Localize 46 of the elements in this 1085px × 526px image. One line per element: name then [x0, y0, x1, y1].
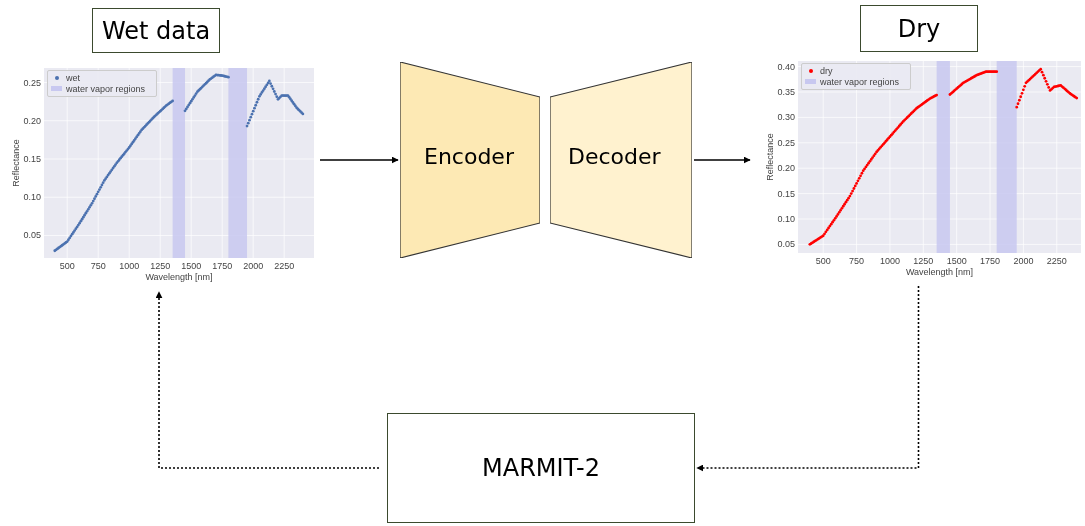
tick-label: 500 [58, 261, 76, 271]
block-label: Encoder [424, 144, 514, 169]
tick-label: 2000 [1012, 256, 1035, 266]
tick-label: 0.25 [777, 137, 795, 148]
tick-label: 0.05 [23, 230, 41, 241]
tick-label: 1500 [180, 261, 203, 271]
tick-label: 1750 [211, 261, 234, 271]
legend-text: water vapor regions [66, 84, 146, 94]
axis-label: Reflectance [11, 138, 21, 189]
label-box: Wet data [92, 8, 220, 53]
tick-label: 0.10 [23, 192, 41, 203]
tick-label: 0.35 [777, 87, 795, 97]
tick-label: 500 [814, 256, 832, 266]
tick-label: 1250 [912, 256, 935, 266]
label-box: MARMIT-2 [387, 413, 695, 523]
tick-label: 0.05 [777, 239, 795, 250]
legend-text: water vapor regions [820, 77, 900, 87]
arrow [319, 156, 399, 164]
arrow [693, 156, 751, 164]
tick-label: 0.15 [23, 154, 41, 164]
tick-label: 2000 [242, 261, 265, 271]
axis-label: Reflectance [765, 132, 775, 183]
tick-label: 2250 [273, 261, 296, 271]
tick-label: 0.15 [777, 188, 795, 199]
tick-label: 750 [848, 256, 866, 266]
arrow [155, 291, 380, 469]
tick-label: 0.40 [777, 61, 795, 72]
axis-label: Wavelength [nm] [144, 272, 214, 282]
axis-label: Wavelength [nm] [904, 267, 975, 277]
legend-text: dry [820, 66, 833, 76]
arrow [696, 285, 920, 472]
tick-label: 1250 [149, 261, 172, 271]
block-label: Decoder [568, 144, 661, 169]
tick-label: 0.25 [23, 77, 41, 88]
label-box: Dry [860, 5, 978, 52]
tick-label: 1000 [878, 256, 901, 266]
tick-label: 0.20 [23, 115, 41, 126]
tick-label: 0.30 [777, 112, 795, 123]
tick-label: 1750 [979, 256, 1002, 266]
legend-text: wet [66, 73, 80, 83]
tick-label: 750 [89, 261, 107, 271]
tick-label: 1000 [118, 261, 141, 271]
tick-label: 2250 [1045, 256, 1068, 266]
tick-label: 0.20 [777, 163, 795, 174]
tick-label: 1500 [945, 256, 968, 266]
tick-label: 0.10 [777, 214, 795, 224]
